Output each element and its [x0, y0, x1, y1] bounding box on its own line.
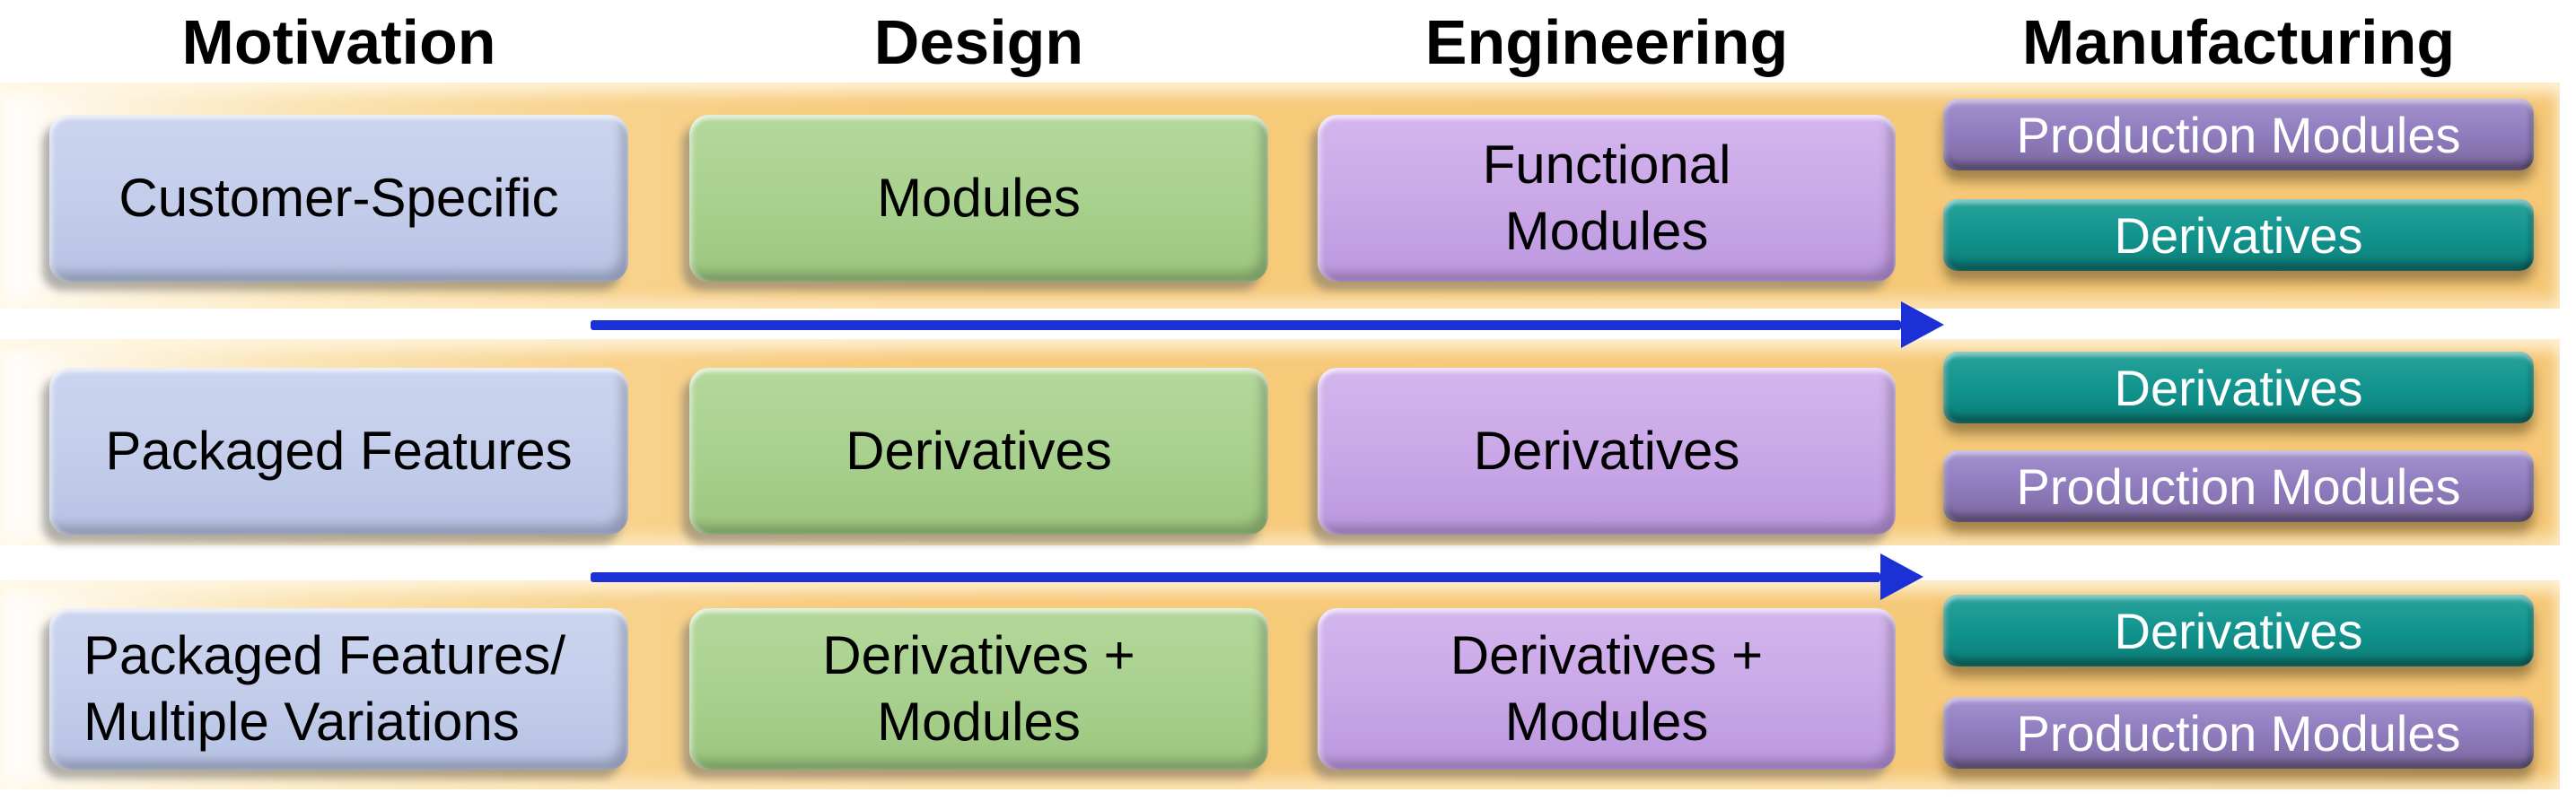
pill-production-modules-row1: Production Modules — [1943, 99, 2534, 170]
box-motivation-row2: Packaged Features — [49, 368, 628, 535]
box-label: Derivatives — [846, 421, 1112, 481]
box-label-line2: Multiple Variations — [83, 692, 520, 752]
box-label: Packaged Features — [105, 421, 573, 481]
pill-derivatives-row3: Derivatives — [1943, 595, 2534, 666]
arrow-head-icon — [1901, 301, 1944, 348]
box-label-line1: Derivatives + — [822, 625, 1135, 685]
column-header-engineering: Engineering — [1424, 7, 1789, 77]
pill-derivatives-row2: Derivatives — [1943, 352, 2534, 423]
pill-label: Production Modules — [2016, 704, 2461, 762]
box-label: Modules — [877, 168, 1081, 228]
pill-label: Production Modules — [2016, 457, 2461, 515]
box-label: Derivatives — [1473, 421, 1740, 481]
box-design-row3: Derivatives + Modules — [689, 608, 1268, 770]
arrow-shaft — [591, 319, 1901, 330]
column-header-manufacturing: Manufacturing — [2021, 7, 2456, 77]
flow-arrow-1 — [591, 301, 1944, 348]
box-motivation-row3: Packaged Features/ Multiple Variations — [49, 608, 628, 770]
box-engineering-row3: Derivatives + Modules — [1318, 608, 1896, 770]
arrow-shaft — [591, 571, 1880, 582]
arrow-head-icon — [1880, 553, 1923, 600]
pill-label: Derivatives — [2114, 359, 2363, 416]
column-header-motivation: Motivation — [181, 7, 496, 77]
column-header-design: Design — [873, 7, 1084, 77]
box-label-line1: Functional — [1482, 135, 1731, 195]
box-design-row1: Modules — [689, 115, 1268, 282]
box-motivation-row1: Customer-Specific — [49, 115, 628, 282]
pill-label: Derivatives — [2114, 206, 2363, 264]
box-engineering-row2: Derivatives — [1318, 368, 1896, 535]
pill-label: Derivatives — [2114, 602, 2363, 659]
box-label-line1: Packaged Features/ — [83, 625, 565, 685]
box-label-line2: Modules — [1504, 692, 1709, 752]
box-label-line1: Derivatives + — [1450, 625, 1764, 685]
box-label-line2: Modules — [1504, 201, 1709, 261]
box-label-line2: Modules — [877, 692, 1081, 752]
pill-label: Production Modules — [2016, 106, 2461, 163]
flow-arrow-2 — [591, 553, 1923, 600]
pill-production-modules-row2: Production Modules — [1943, 450, 2534, 522]
pill-derivatives-row1: Derivatives — [1943, 199, 2534, 271]
box-engineering-row1: Functional Modules — [1318, 115, 1896, 282]
box-design-row2: Derivatives — [689, 368, 1268, 535]
box-label: Customer-Specific — [118, 168, 559, 228]
pill-production-modules-row3: Production Modules — [1943, 697, 2534, 769]
